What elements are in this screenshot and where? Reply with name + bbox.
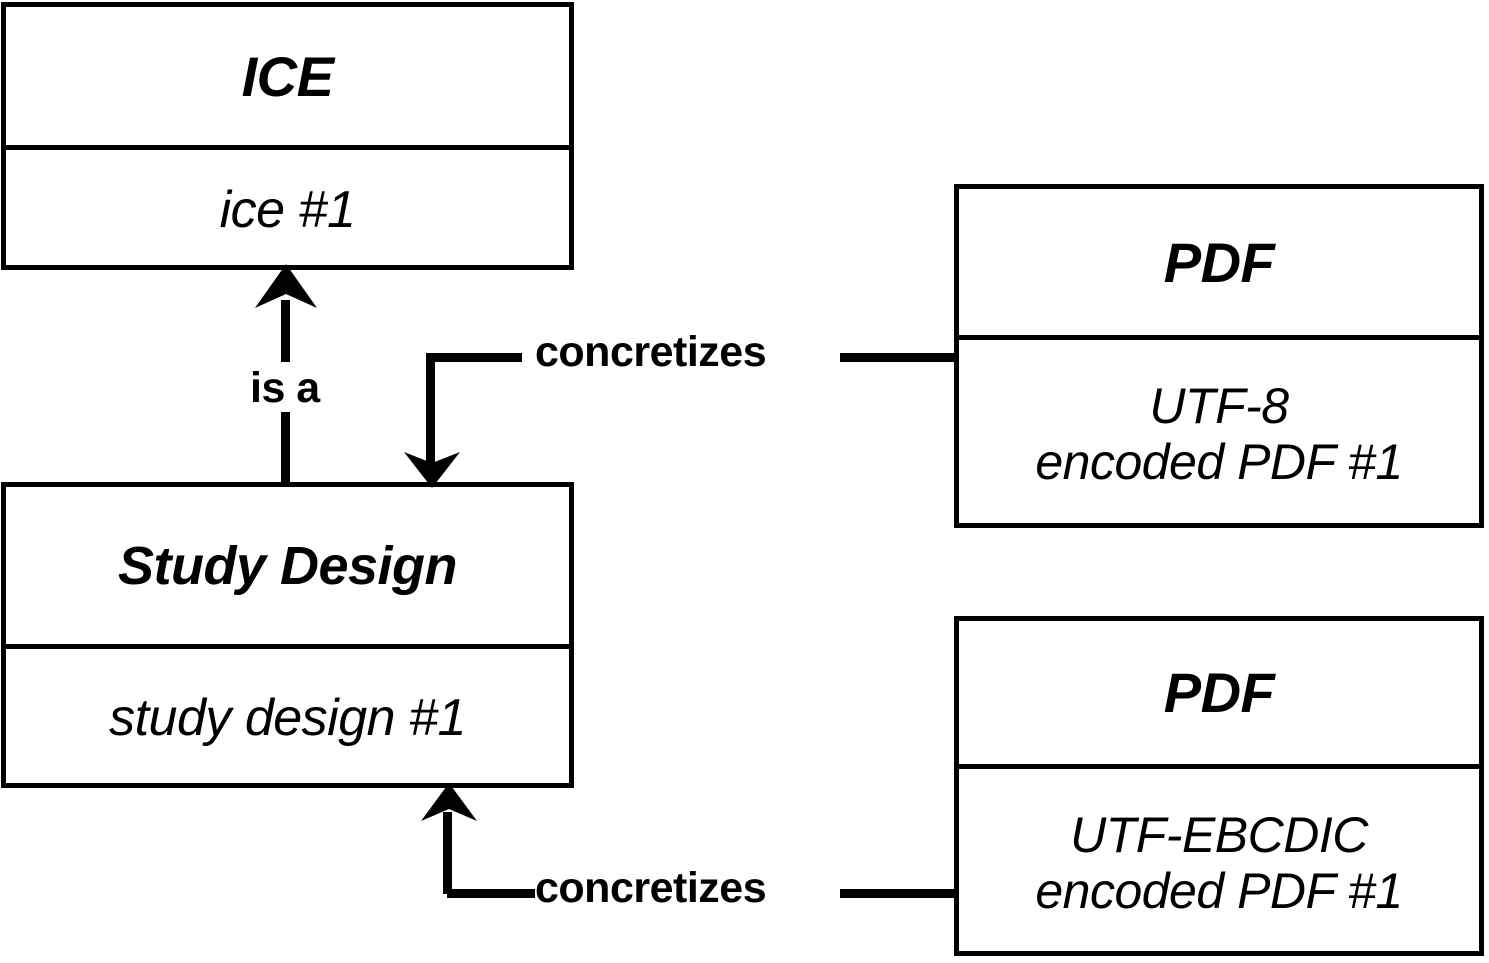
uml-box-pdf-utf8[interactable]: PDF UTF-8 encoded PDF #1: [954, 184, 1484, 528]
concretizes-top-line-left: [430, 353, 522, 362]
uml-box-ice-title: ICE: [6, 7, 569, 150]
arrow-up-icon: [255, 264, 317, 308]
concretizes-bottom-line-left: [447, 889, 535, 898]
uml-box-pdf-utf8-instance-line1: UTF-8: [1149, 378, 1289, 434]
uml-box-study-design-instance: study design #1: [109, 689, 466, 748]
uml-box-pdf-utf8-instance: UTF-8 encoded PDF #1: [959, 340, 1479, 528]
is-a-connector-stem-lower: [281, 412, 290, 484]
concretizes-bottom-line-right: [840, 889, 958, 898]
concretizes-bottom-label: concretizes: [535, 864, 767, 912]
uml-box-pdf-ebcdic-title: PDF: [959, 621, 1479, 769]
arrow-down-icon: [404, 452, 460, 488]
uml-box-study-design[interactable]: Study Design study design #1: [1, 482, 574, 788]
uml-box-ice-instance: ice #1: [219, 180, 356, 239]
is-a-connector-stem-upper: [281, 300, 290, 362]
uml-box-pdf-ebcdic-instance: UTF-EBCDIC encoded PDF #1: [959, 769, 1479, 956]
uml-box-ice[interactable]: ICE ice #1: [1, 2, 574, 270]
uml-box-pdf-ebcdic-instance-line1: UTF-EBCDIC: [1070, 806, 1368, 863]
arrow-up-icon: [421, 783, 477, 821]
concretizes-top-line-vertical: [426, 353, 435, 465]
uml-box-pdf-ebcdic-instance-line2: encoded PDF #1: [1035, 862, 1403, 919]
uml-box-pdf-ebcdic[interactable]: PDF UTF-EBCDIC encoded PDF #1: [954, 616, 1484, 956]
concretizes-top-line-right: [840, 353, 958, 362]
concretizes-bottom-line-vertical: [443, 812, 452, 894]
uml-box-study-design-title: Study Design: [6, 487, 569, 649]
concretizes-top-label: concretizes: [535, 328, 767, 376]
uml-box-pdf-utf8-instance-line2: encoded PDF #1: [1035, 434, 1403, 490]
is-a-connector-label: is a: [250, 364, 320, 412]
uml-box-pdf-utf8-title: PDF: [959, 189, 1479, 340]
